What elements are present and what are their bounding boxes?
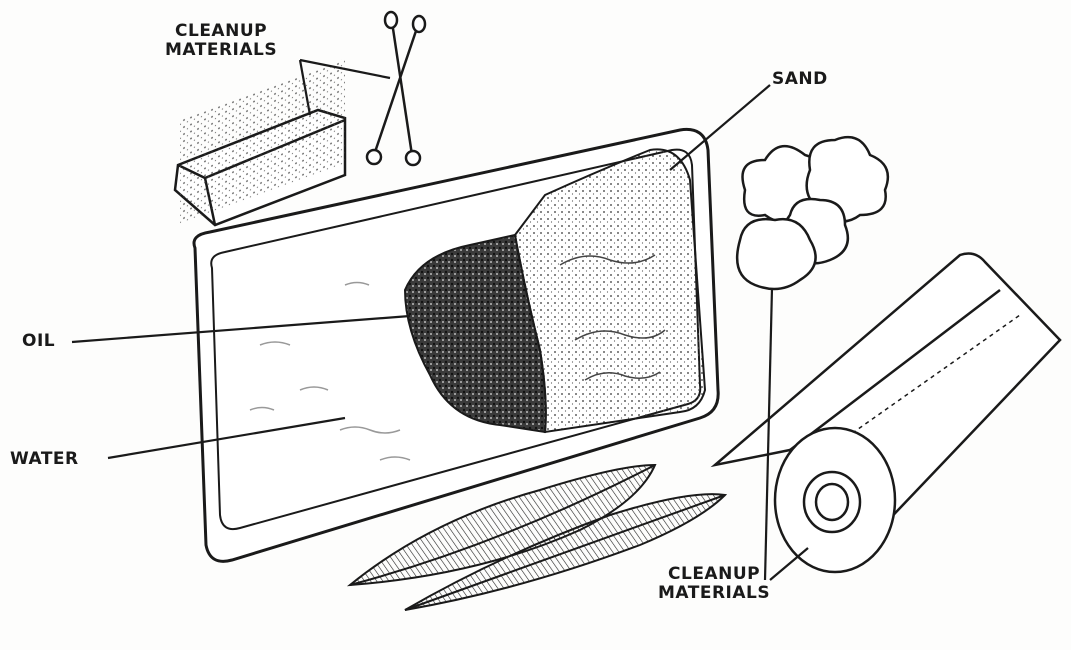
leader-sand	[670, 85, 770, 170]
label-sand: SAND	[772, 70, 828, 89]
label-cleanup-materials-bottom: CLEANUP MATERIALS	[658, 565, 770, 603]
cotton-balls-drawing	[737, 137, 888, 289]
label-cleanup-bottom-line2: MATERIALS	[658, 584, 770, 603]
label-cleanup-top-line1: CLEANUP	[165, 22, 277, 41]
cotton-swabs-drawing	[367, 12, 425, 165]
label-cleanup-bottom-line1: CLEANUP	[658, 565, 770, 584]
label-cleanup-top-line2: MATERIALS	[165, 41, 277, 60]
sponge-drawing	[175, 58, 345, 225]
label-oil: OIL	[22, 332, 55, 351]
label-water: WATER	[10, 450, 79, 469]
leader-cleanup-bottom-roll	[770, 548, 808, 580]
label-cleanup-materials-top: CLEANUP MATERIALS	[165, 22, 277, 60]
